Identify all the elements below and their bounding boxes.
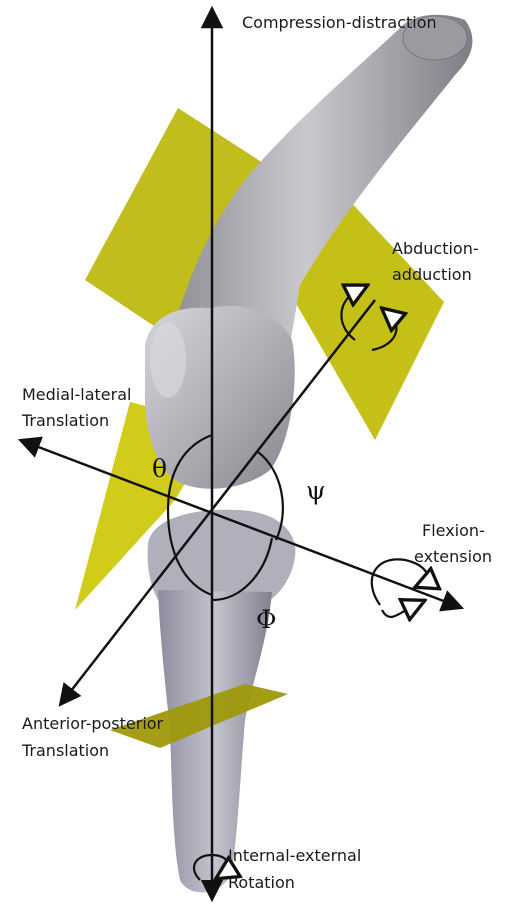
psi-symbol: ψ xyxy=(306,476,326,505)
compression-distraction-label: Compression-distraction xyxy=(242,12,437,33)
abduction-adduction-label-line2: adduction xyxy=(392,264,472,285)
flexion-extension-label-line2: extension xyxy=(414,546,492,567)
medial-lateral-label-line2: Translation xyxy=(22,410,109,431)
flexion-extension-label-line1: Flexion- xyxy=(422,520,485,541)
flexion-rotation-arrow-2 xyxy=(382,605,415,617)
internal-external-label-line2: Rotation xyxy=(228,872,295,893)
condyle-highlight xyxy=(150,322,186,398)
theta-symbol: θ xyxy=(152,454,167,483)
phi-symbol: Φ xyxy=(256,605,277,634)
internal-external-label-line1: Internal-external xyxy=(228,845,361,866)
anterior-posterior-label-line1: Anterior-posterior xyxy=(22,713,163,734)
anterior-posterior-label-line2: Translation xyxy=(22,740,109,761)
tibia-plateau xyxy=(147,510,295,600)
abduction-adduction-label-line1: Abduction- xyxy=(392,238,479,259)
medial-lateral-label-line1: Medial-lateral xyxy=(22,384,131,405)
